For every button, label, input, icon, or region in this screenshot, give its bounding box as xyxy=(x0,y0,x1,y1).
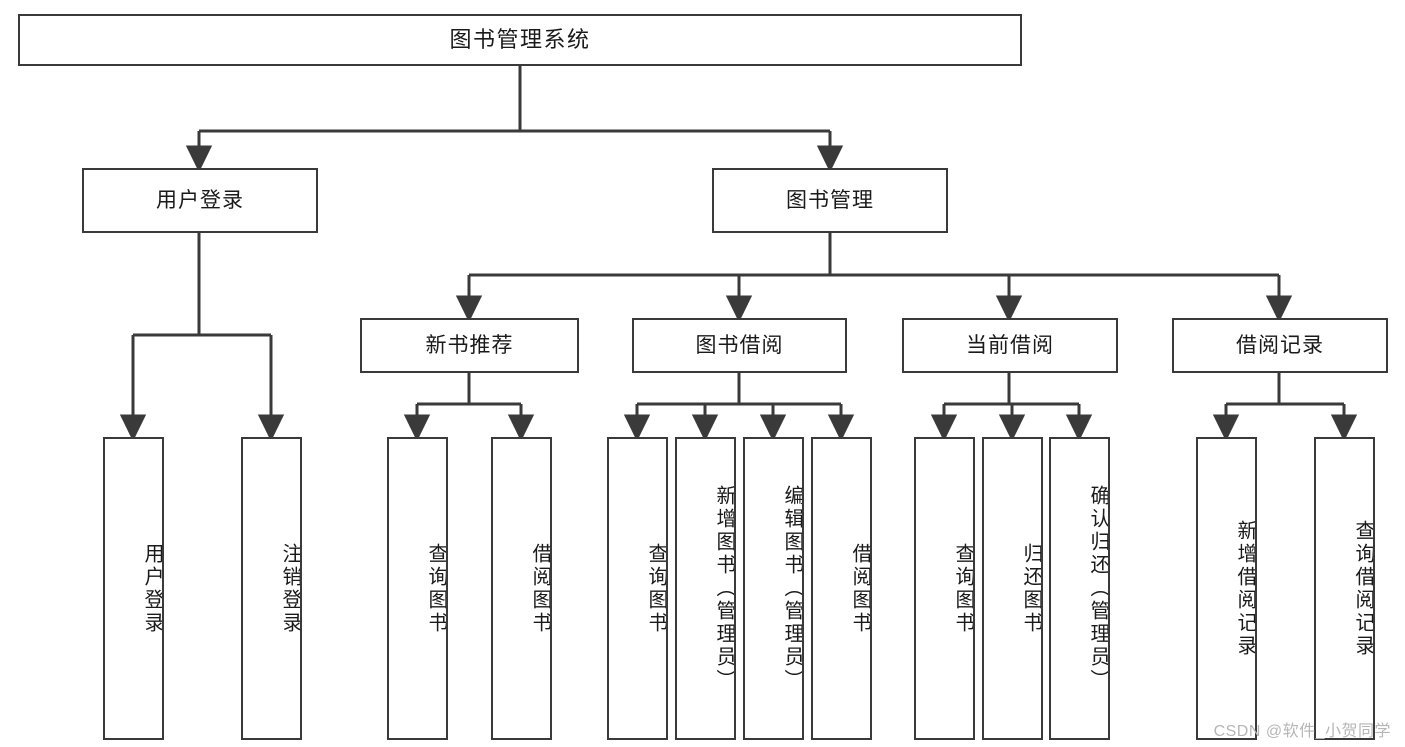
node-label: 编辑图书（管理员） xyxy=(781,485,803,692)
node-label: 查询图书 xyxy=(645,542,667,635)
node-leaf-return-book[interactable]: 归还图书 xyxy=(982,437,1043,740)
node-leaf-query-book-borrow[interactable]: 查询图书 xyxy=(607,437,668,740)
node-book-borrow[interactable]: 图书借阅 xyxy=(632,318,847,373)
node-leaf-query-book-current[interactable]: 查询图书 xyxy=(914,437,975,740)
node-label: 归还图书 xyxy=(1020,542,1042,635)
node-leaf-borrow-book-rec[interactable]: 借阅图书 xyxy=(491,437,552,740)
node-leaf-edit-book-admin[interactable]: 编辑图书（管理员） xyxy=(743,437,804,740)
node-current-borrow[interactable]: 当前借阅 xyxy=(902,318,1118,373)
node-label: 确认归还（管理员） xyxy=(1087,485,1109,692)
node-label: 新书推荐 xyxy=(425,333,514,357)
node-user-login[interactable]: 用户登录 xyxy=(82,168,318,233)
node-label: 图书管理 xyxy=(786,188,874,212)
node-leaf-confirm-return-admin[interactable]: 确认归还（管理员） xyxy=(1049,437,1110,740)
node-label: 查询图书 xyxy=(952,542,974,635)
node-book-management[interactable]: 图书管理 xyxy=(712,168,948,233)
node-leaf-borrow-book[interactable]: 借阅图书 xyxy=(811,437,872,740)
node-label: 查询借阅记录 xyxy=(1352,519,1374,658)
node-label: 当前借阅 xyxy=(966,333,1054,357)
node-borrow-record[interactable]: 借阅记录 xyxy=(1172,318,1388,373)
node-label: 图书借阅 xyxy=(695,333,784,357)
watermark-text: CSDN @软件_小贺同学 xyxy=(1213,723,1391,740)
node-label: 借阅图书 xyxy=(849,542,871,635)
node-root-system[interactable]: 图书管理系统 xyxy=(18,14,1022,66)
node-leaf-logout[interactable]: 注销登录 xyxy=(241,437,302,740)
node-label: 借阅记录 xyxy=(1236,333,1324,357)
node-leaf-query-borrow-record[interactable]: 查询借阅记录 xyxy=(1314,437,1375,740)
node-leaf-query-book-rec[interactable]: 查询图书 xyxy=(387,437,448,740)
node-label: 查询图书 xyxy=(425,542,447,635)
node-label: 新增借阅记录 xyxy=(1234,519,1256,658)
node-label: 借阅图书 xyxy=(529,542,551,635)
node-leaf-user-login[interactable]: 用户登录 xyxy=(103,437,164,740)
node-new-book-recommend[interactable]: 新书推荐 xyxy=(360,318,579,373)
node-leaf-add-borrow-record[interactable]: 新增借阅记录 xyxy=(1196,437,1257,740)
node-label: 图书管理系统 xyxy=(449,26,591,52)
node-label: 用户登录 xyxy=(156,188,244,212)
node-label: 新增图书（管理员） xyxy=(713,485,735,692)
node-label: 注销登录 xyxy=(279,542,301,635)
node-label: 用户登录 xyxy=(141,542,163,635)
node-leaf-add-book-admin[interactable]: 新增图书（管理员） xyxy=(675,437,736,740)
